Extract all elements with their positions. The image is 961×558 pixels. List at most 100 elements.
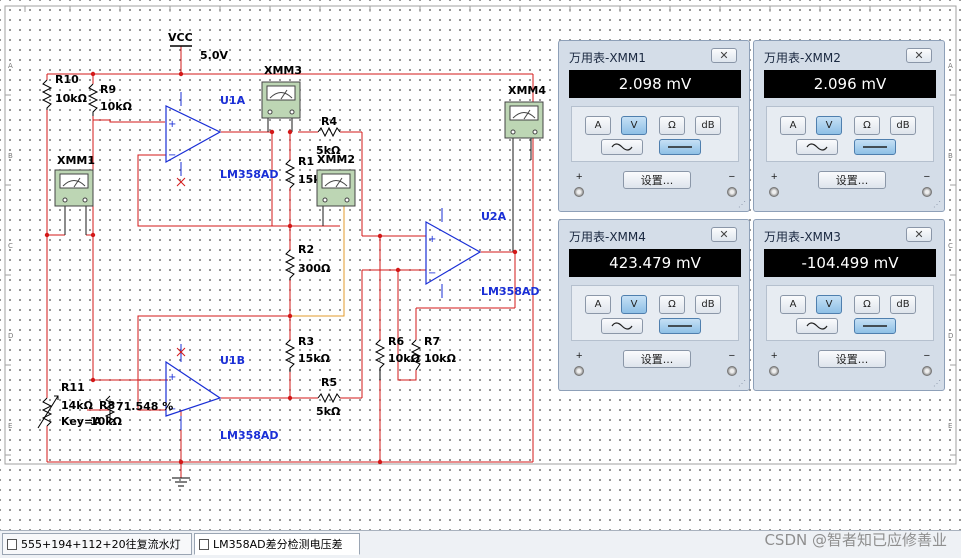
- resize-grip-icon[interactable]: ⋰: [738, 200, 746, 209]
- db-mode-button[interactable]: dB: [890, 295, 916, 314]
- multimeter-panel-xmm2[interactable]: 万用表-XMM2 ✕ 2.096 mV A V Ω dB 设置... + − ⋰: [753, 40, 945, 212]
- tab-flowing-lights[interactable]: 555+194+112+20往复流水灯: [2, 533, 192, 555]
- close-button[interactable]: ✕: [906, 48, 932, 63]
- close-button[interactable]: ✕: [711, 227, 737, 242]
- u1b-ref: U1B: [220, 354, 245, 367]
- ruler-letter-b-right: B: [948, 152, 953, 160]
- dc-line-icon: [863, 146, 887, 148]
- close-button[interactable]: ✕: [711, 48, 737, 63]
- ac-wave-button[interactable]: [796, 318, 838, 334]
- resize-grip-icon[interactable]: ⋰: [738, 379, 746, 388]
- ac-wave-button[interactable]: [601, 318, 643, 334]
- xmm4-symbol[interactable]: [504, 101, 544, 139]
- sheet-border: [4, 5, 957, 465]
- close-button[interactable]: ✕: [906, 227, 932, 242]
- positive-terminal[interactable]: [769, 187, 779, 197]
- settings-button[interactable]: 设置...: [623, 171, 691, 189]
- ammeter-mode-button[interactable]: A: [780, 295, 806, 314]
- r1-ref: R1: [298, 155, 314, 168]
- mode-group: A V Ω dB: [766, 285, 934, 341]
- ruler-letter-d-right: D: [948, 332, 953, 340]
- ammeter-mode-button[interactable]: A: [780, 116, 806, 135]
- dc-wave-button[interactable]: [659, 139, 701, 155]
- ground-symbol[interactable]: [172, 477, 190, 487]
- xmm2-probe-wire[interactable]: [290, 206, 345, 317]
- ohmmeter-mode-button[interactable]: Ω: [854, 116, 880, 135]
- ac-wave-button[interactable]: [601, 139, 643, 155]
- ammeter-mode-button[interactable]: A: [585, 116, 611, 135]
- dc-wave-button[interactable]: [854, 139, 896, 155]
- dc-wave-button[interactable]: [659, 318, 701, 334]
- multimeter-panel-xmm4[interactable]: 万用表-XMM4 ✕ 423.479 mV A V Ω dB 设置... + −…: [558, 219, 750, 391]
- settings-button[interactable]: 设置...: [818, 350, 886, 368]
- resistor-r1[interactable]: [284, 159, 296, 189]
- settings-button[interactable]: 设置...: [623, 350, 691, 368]
- schematic-file-icon: [7, 539, 17, 550]
- schematic-file-icon: [199, 539, 209, 550]
- ammeter-mode-button[interactable]: A: [585, 295, 611, 314]
- mode-group: A V Ω dB: [571, 285, 739, 341]
- dc-line-icon: [668, 146, 692, 148]
- dc-wave-button[interactable]: [854, 318, 896, 334]
- probe-wires[interactable]: [64, 118, 532, 252]
- r8-ref: R8: [99, 399, 115, 412]
- u2a-plus-input: +: [428, 234, 436, 245]
- xmm4-label: XMM4: [508, 84, 546, 97]
- negative-terminal[interactable]: [727, 187, 737, 197]
- u1a-plus-input: +: [168, 119, 176, 130]
- resistor-r10[interactable]: [41, 79, 53, 110]
- resistor-r2[interactable]: [284, 249, 296, 280]
- resistor-r4[interactable]: [317, 126, 341, 138]
- db-mode-button[interactable]: dB: [890, 116, 916, 135]
- voltmeter-mode-button[interactable]: V: [621, 295, 647, 314]
- resistor-r3[interactable]: [284, 339, 296, 372]
- opamp-u1a[interactable]: [165, 105, 222, 164]
- voltmeter-mode-button[interactable]: V: [621, 116, 647, 135]
- xmm2-symbol[interactable]: [316, 169, 356, 207]
- u1b-plus-input: +: [168, 372, 176, 383]
- settings-button[interactable]: 设置...: [818, 171, 886, 189]
- r11-value: 14kΩ: [61, 399, 94, 412]
- db-mode-button[interactable]: dB: [695, 116, 721, 135]
- ohmmeter-mode-button[interactable]: Ω: [659, 295, 685, 314]
- plus-label: +: [771, 171, 778, 183]
- watermark: CSDN @智者知已应修善业: [764, 531, 947, 549]
- u2a-minus-input: −: [428, 268, 436, 279]
- voltmeter-mode-button[interactable]: V: [816, 116, 842, 135]
- multimeter-panel-xmm1[interactable]: 万用表-XMM1 ✕ 2.098 mV A V Ω dB 设置... + − ⋰: [558, 40, 750, 212]
- resize-grip-icon[interactable]: ⋰: [933, 379, 941, 388]
- ac-wave-button[interactable]: [796, 139, 838, 155]
- resistor-r8[interactable]: [104, 395, 116, 426]
- tab-lm358ad-differential[interactable]: LM358AD差分检测电压差: [194, 533, 360, 555]
- ohmmeter-mode-button[interactable]: Ω: [854, 295, 880, 314]
- r11-ref: R11: [61, 381, 85, 394]
- negative-terminal[interactable]: [727, 366, 737, 376]
- positive-terminal[interactable]: [574, 366, 584, 376]
- no-connect-marks: [176, 177, 186, 357]
- potentiometer-r11[interactable]: [41, 397, 53, 427]
- voltmeter-mode-button[interactable]: V: [816, 295, 842, 314]
- negative-terminal[interactable]: [922, 187, 932, 197]
- resistor-r6[interactable]: [374, 339, 386, 380]
- r4-ref: R4: [321, 115, 337, 128]
- opamp-u2a[interactable]: [425, 220, 482, 286]
- document-tab-bar: 555+194+112+20往复流水灯 LM358AD差分检测电压差: [0, 530, 961, 558]
- schematic-canvas[interactable]: A B C D E A B C D E: [0, 0, 961, 530]
- positive-terminal[interactable]: [574, 187, 584, 197]
- u2a-ref: U2A: [481, 210, 507, 223]
- resistor-r5[interactable]: [317, 392, 341, 404]
- multimeter-panel-xmm3[interactable]: 万用表-XMM3 ✕ -104.499 mV A V Ω dB 设置... + …: [753, 219, 945, 391]
- opamp-u1b[interactable]: [165, 360, 222, 417]
- negative-terminal[interactable]: [922, 366, 932, 376]
- red-wires[interactable]: [46, 46, 534, 478]
- r3-value: 15kΩ: [298, 352, 331, 365]
- db-mode-button[interactable]: dB: [695, 295, 721, 314]
- xmm3-symbol[interactable]: [261, 81, 301, 119]
- ohmmeter-mode-button[interactable]: Ω: [659, 116, 685, 135]
- resistor-r7[interactable]: [410, 339, 422, 371]
- positive-terminal[interactable]: [769, 366, 779, 376]
- resize-grip-icon[interactable]: ⋰: [933, 200, 941, 209]
- xmm1-symbol[interactable]: [54, 169, 94, 207]
- resistor-r9[interactable]: [87, 83, 99, 116]
- r2-ref: R2: [298, 243, 314, 256]
